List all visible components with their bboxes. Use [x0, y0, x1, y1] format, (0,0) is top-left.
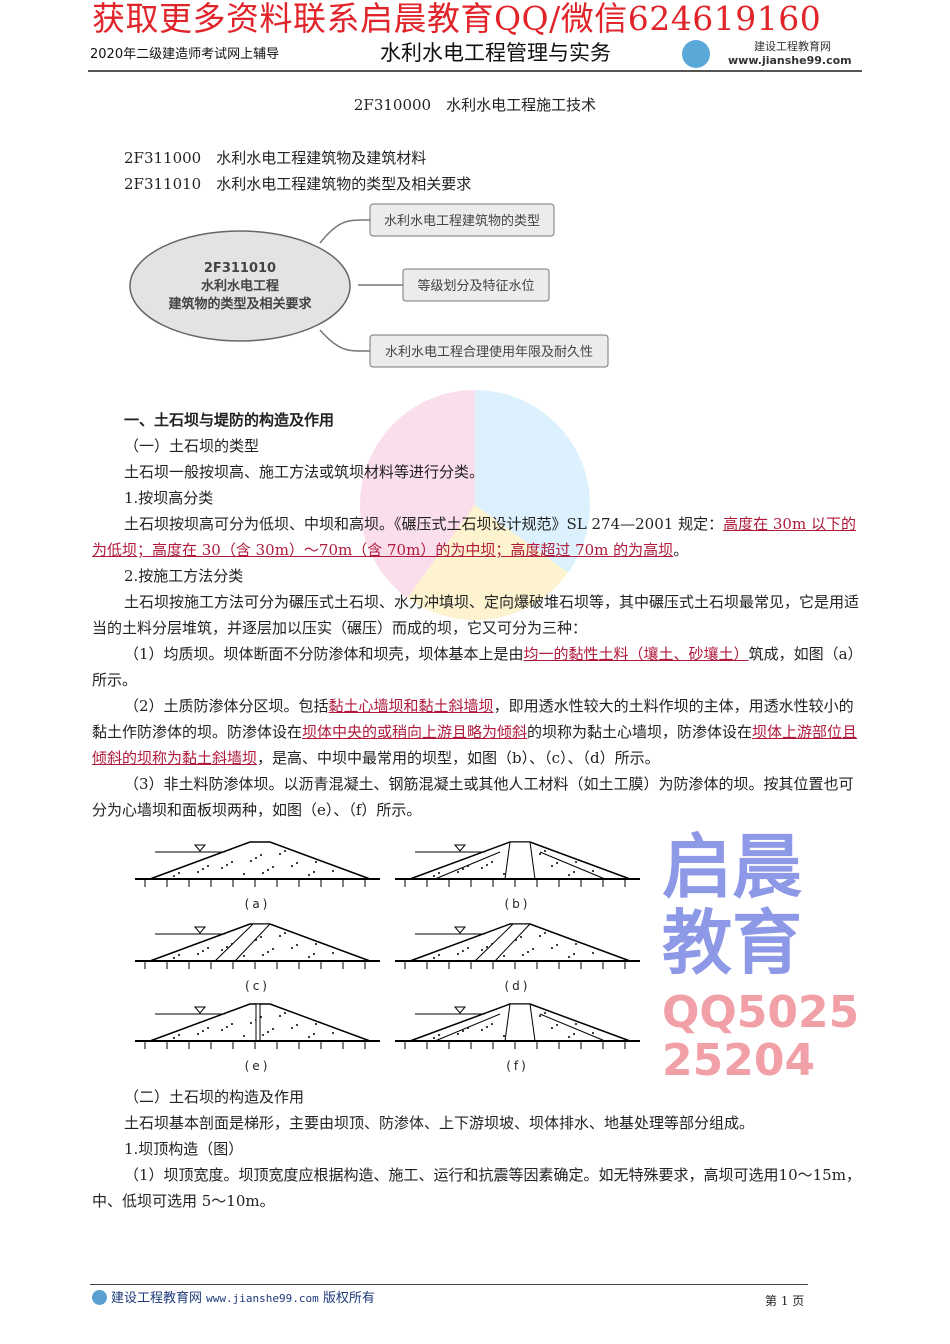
- text: 的坝称为黏土心墙坝，防渗体设在: [527, 723, 753, 741]
- dam-figure-c: (c): [135, 919, 380, 993]
- subheading: 1.按坝高分类: [124, 489, 214, 507]
- center-node: [129, 230, 351, 342]
- center-label: 建筑物的类型及相关要求: [168, 296, 312, 312]
- paragraph: （1）均质坝。坝体断面不分防渗体和坝壳，坝体基本上是由均一的黏性土料（壤土、砂壤…: [92, 641, 864, 693]
- branch-node: [369, 334, 609, 368]
- logo-url: www.jianshe99.com: [728, 54, 852, 67]
- dam-cross-section: [395, 923, 640, 969]
- chapter-title: 2F310000 水利水电工程施工技术: [353, 96, 597, 114]
- dam-cross-section: [135, 1003, 380, 1049]
- footer-url[interactable]: www.jianshe99.com: [206, 1292, 319, 1305]
- water-level-icon: [193, 1006, 207, 1014]
- text: （1）均质坝。坝体断面不分防渗体和坝壳，坝体基本上是由: [124, 645, 524, 663]
- footer-brand: 建设工程教育网 www.jianshe99.com 版权所有: [92, 1287, 375, 1306]
- page-number: 第 1 页: [765, 1294, 805, 1308]
- figure-label: (e): [244, 1059, 271, 1073]
- header-divider: [88, 70, 862, 72]
- figure-label: (a): [244, 897, 271, 911]
- water-level-icon: [193, 844, 207, 852]
- paragraph: （2）土质防渗体分区坝。包括黏土心墙坝和黏土斜墙坝，即用透水性较大的土料作坝的主…: [92, 693, 864, 771]
- dam-figure-f: (f): [395, 999, 640, 1073]
- section-heading: 一、土石坝与堤防的构造及作用: [124, 411, 335, 429]
- center-label: 水利水电工程: [201, 278, 279, 294]
- branch-label: 水利水电工程建筑物的类型: [384, 213, 540, 229]
- paragraph: （1）坝顶宽度。坝顶宽度应根据构造、施工、运行和抗震等因素确定。如无特殊要求，高…: [92, 1166, 861, 1210]
- highlighted-text: 黏土心墙坝和黏土斜墙坝: [328, 697, 494, 715]
- dam-figure-d: (d): [395, 919, 640, 993]
- highlighted-text: 高度在 30m 以下的为低坝；高度在 30（含 30m）～70m（含 70m）的…: [92, 515, 856, 559]
- text: 筑成，如图（a）所示。: [92, 645, 863, 689]
- text: ，即用透水性较大的土料作坝的主体，用透水性较小的黏土作防渗体的坝。防渗体设在: [92, 697, 854, 741]
- contact-watermark: 获取更多资料联系启晨教育QQ/微信624619160: [92, 0, 822, 38]
- dam-cross-section: [135, 841, 380, 887]
- branch-label: 等级划分及特征水位: [417, 278, 534, 294]
- footer-brand-name: 建设工程教育网: [111, 1291, 203, 1306]
- water-level-icon: [453, 844, 467, 852]
- highlighted-text: 坝体上游部位且倾斜的坝称为黏土斜墙坝: [92, 723, 858, 767]
- subheading: （一）土石坝的类型: [124, 437, 260, 455]
- connector: [319, 219, 371, 244]
- subheading: （二）土石坝的构造及作用: [124, 1088, 305, 1106]
- qq-watermark: QQ502525204: [662, 987, 860, 1086]
- branch-node: [402, 268, 550, 302]
- paragraph: 土石坝基本剖面是梯形，主要由坝顶、防渗体、上下游坝坡、坝体排水、地基处理等部分组…: [124, 1114, 755, 1132]
- footer-divider: [90, 1284, 808, 1285]
- water-level-icon: [453, 1006, 467, 1014]
- water-level-icon: [453, 926, 467, 934]
- figure-label: (b): [504, 897, 531, 911]
- water-level-icon: [193, 926, 207, 934]
- body-content: 一、土石坝与堤防的构造及作用 （一）土石坝的类型 土石坝一般按坝高、施工方法或筑…: [92, 407, 864, 1214]
- highlighted-text: 均一的黏性土料（壤土、砂壤土）: [523, 645, 749, 663]
- dam-figure-e: (e): [135, 999, 380, 1073]
- text: 土石坝按坝高可分为低坝、中坝和高坝。《碾压式土石坝设计规范》SL 274—200…: [124, 515, 724, 533]
- site-logo-icon: [92, 1290, 107, 1305]
- paragraph: （3）非土料防渗体坝。以沥青混凝土、钢筋混凝土或其他人工材料（如土工膜）为防渗体…: [92, 775, 854, 819]
- paragraph: 土石坝按坝高可分为低坝、中坝和高坝。《碾压式土石坝设计规范》SL 274—200…: [92, 511, 864, 563]
- dam-figure-b: (b): [395, 837, 640, 911]
- connector: [319, 329, 371, 352]
- logo-watermark: [360, 390, 590, 620]
- branch-label: 水利水电工程合理使用年限及耐久性: [385, 344, 593, 360]
- section-heading: 2F311000 水利水电工程建筑物及建筑材料: [124, 149, 427, 167]
- mind-map: 2F311010 水利水电工程 建筑物的类型及相关要求 水利水电工程建筑物的类型…: [129, 203, 609, 368]
- center-label: 2F311010: [204, 261, 276, 276]
- paragraph: 土石坝一般按坝高、施工方法或筑坝材料等进行分类。: [124, 463, 485, 481]
- header-subject: 水利水电工程管理与实务: [380, 41, 611, 65]
- highlighted-text: 坝体中央的或稍向上游且略为倾斜: [302, 723, 528, 741]
- logo-icon: [682, 40, 710, 68]
- branch-node: [369, 203, 555, 237]
- header-course: 2020年二级建造师考试网上辅导: [90, 47, 280, 62]
- site-logo: 建设工程教育网 www.jianshe99.com: [682, 40, 862, 68]
- subheading: 2.按施工方法分类: [124, 567, 244, 585]
- dam-figures: 启晨教育 QQ502525204 (a) (b) (c) (d): [92, 823, 864, 1086]
- figure-label: (d): [504, 979, 531, 993]
- text: ，是高、中坝中最常用的坝型，如图（b）、（c）、（d）所示。: [257, 749, 660, 767]
- subsection-heading: 2F311010 水利水电工程建筑物的类型及相关要求: [124, 175, 472, 193]
- text: （2）土质防渗体分区坝。包括: [124, 697, 329, 715]
- dam-cross-section: [395, 841, 640, 887]
- logo-text: 建设工程教育网: [754, 40, 831, 53]
- subheading: 1.坝顶构造（图）: [124, 1140, 244, 1158]
- paragraph: 土石坝按施工方法可分为碾压式土石坝、水力冲填坝、定向爆破堆石坝等，其中碾压式土石…: [92, 593, 860, 637]
- text: 。: [673, 541, 689, 559]
- footer-rights: 版权所有: [322, 1291, 375, 1306]
- dam-cross-section: [395, 1003, 640, 1049]
- dam-figure-a: (a): [135, 837, 380, 911]
- dam-cross-section: [135, 923, 380, 969]
- brand-watermark: 启晨教育: [662, 826, 802, 984]
- figure-label: (f): [506, 1059, 529, 1073]
- figure-label: (c): [245, 979, 270, 993]
